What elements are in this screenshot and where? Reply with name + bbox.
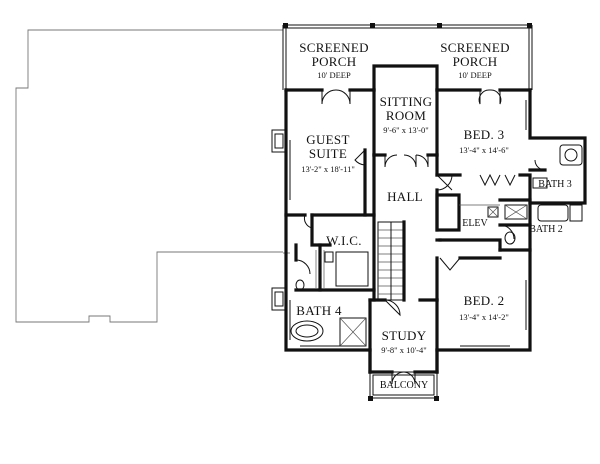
hall-label: HALL	[387, 189, 423, 204]
screened-porch-right-dim: 10' DEEP	[458, 70, 492, 80]
study-label: STUDY	[382, 328, 427, 343]
guest-suite-label-1: GUEST	[306, 132, 349, 147]
screened-porch-right-label-2: PORCH	[453, 54, 498, 69]
interior-walls	[284, 88, 547, 352]
bath2-label: BATH 2	[529, 224, 563, 235]
windows	[289, 100, 527, 347]
bed2-dim: 13'-4" x 14'-2"	[459, 312, 509, 322]
balcony-label: BALCONY	[380, 380, 428, 391]
screened-porch-left-dim: 10' DEEP	[317, 70, 351, 80]
elev-label: ELEV	[462, 218, 488, 229]
roof-outline	[15, 29, 290, 323]
bed2-label: BED. 2	[464, 293, 505, 308]
bed3-dim: 13'-4" x 14'-6"	[459, 145, 509, 155]
room-labels: SCREENED PORCH 10' DEEP SCREENED PORCH 1…	[296, 40, 572, 391]
bath3-label: BATH 3	[538, 179, 572, 190]
wic-label: W.I.C.	[326, 233, 362, 248]
screened-porch-right-label-1: SCREENED	[440, 40, 510, 55]
stair	[377, 220, 406, 302]
sitting-room-dim: 9'-6" x 13'-0"	[383, 125, 428, 135]
balcony	[368, 371, 439, 401]
porch-rail	[282, 23, 533, 90]
sitting-room-label-2: ROOM	[386, 108, 426, 123]
doors	[295, 89, 546, 385]
bath4-label: BATH 4	[296, 303, 342, 318]
chimney-bumps	[271, 129, 287, 311]
bed3-label: BED. 3	[464, 127, 505, 142]
screened-porch-left-label-2: PORCH	[312, 54, 357, 69]
study-dim: 9'-8" x 10'-4"	[381, 345, 426, 355]
screened-porch-left-label-1: SCREENED	[299, 40, 369, 55]
fixtures	[290, 144, 583, 347]
guest-suite-dim: 13'-2" x 18'-11"	[301, 164, 355, 174]
sitting-room-label-1: SITTING	[380, 94, 433, 109]
guest-suite-label-2: SUITE	[309, 146, 347, 161]
